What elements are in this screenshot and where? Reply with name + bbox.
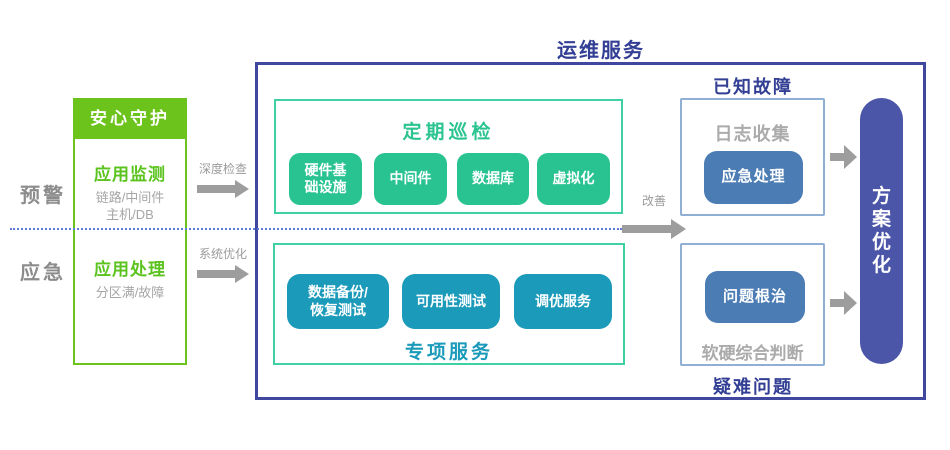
right-arrow-icon — [197, 265, 249, 283]
arrow-head — [844, 291, 857, 315]
tuning-service-button: 调优服务 — [514, 274, 612, 329]
solution-optimization-pill: 方案优化 — [860, 98, 903, 364]
right-arrow-icon — [830, 291, 857, 315]
label-line-1: 数据备份/ — [308, 284, 368, 300]
ops-service-box — [255, 62, 926, 400]
difficult-problems-title: 疑难问题 — [713, 377, 793, 397]
emergency-handling-button: 应急处理 — [704, 151, 803, 204]
label-line-1: 硬件基 — [304, 161, 347, 178]
app-monitor-subtitle-2: 主机/DB — [106, 207, 154, 222]
button-label: 数据备份/ 恢复测试 — [308, 284, 368, 319]
right-arrow-icon — [622, 219, 686, 239]
label-line-2: 础设施 — [304, 179, 347, 195]
hardware-infrastructure-button: 硬件基 础设施 — [289, 153, 362, 205]
right-arrow-icon — [830, 145, 857, 169]
arrow-head — [235, 265, 249, 283]
ops-service-title: 运维服务 — [557, 40, 645, 62]
deep-check-arrow-label: 深度检查 — [198, 162, 247, 176]
backup-recovery-test-button: 数据备份/ 恢复测试 — [287, 274, 389, 329]
arrow-shaft — [830, 299, 845, 307]
log-collection-text: 日志收集 — [714, 124, 791, 144]
stage-label-emergency: 应急 — [20, 262, 66, 284]
periodic-inspection-box: 定期巡检 硬件基 础设施 中间件 数据库 虚拟化 — [274, 99, 623, 214]
guard-box-header: 安心守护 — [74, 99, 186, 139]
virtualization-button: 虚拟化 — [537, 153, 610, 205]
special-services-box: 数据备份/ 恢复测试 可用性测试 调优服务 专项服务 — [273, 243, 625, 365]
problem-eradication-button: 问题根治 — [705, 271, 805, 323]
app-handle-subtitle: 分区满/故障 — [95, 285, 165, 300]
label-line-2: 恢复测试 — [309, 301, 366, 318]
app-monitor-subtitle-1: 链路/中间件 — [95, 190, 165, 205]
difficult-problems-box: 问题根治 软硬综合判断 — [680, 243, 825, 366]
known-faults-box: 日志收集 应急处理 — [680, 98, 825, 216]
hw-sw-judgment-text: 软硬综合判断 — [701, 344, 804, 363]
known-faults-title: 已知故障 — [713, 77, 793, 97]
arrow-head — [235, 180, 249, 198]
arrow-shaft — [197, 185, 236, 193]
improve-arrow-label: 改善 — [641, 194, 666, 208]
right-arrow-icon — [197, 180, 249, 198]
arrow-shaft — [197, 270, 236, 278]
arrow-head — [671, 219, 686, 239]
arrow-shaft — [830, 153, 845, 161]
database-button: 数据库 — [457, 153, 529, 205]
arrow-head — [844, 145, 857, 169]
system-optimize-arrow-label: 系统优化 — [198, 247, 247, 261]
special-services-title: 专项服务 — [404, 342, 493, 363]
periodic-inspection-title: 定期巡检 — [402, 122, 495, 143]
button-label: 硬件基 础设施 — [305, 162, 347, 197]
solution-optimization-label: 方案优化 — [871, 186, 891, 276]
stage-label-warning: 预警 — [20, 185, 66, 207]
guard-box: 安心守护 应用监测 链路/中间件 主机/DB 应用处理 分区满/故障 — [73, 98, 187, 365]
arrow-shaft — [622, 225, 672, 233]
availability-test-button: 可用性测试 — [402, 274, 500, 329]
app-handle-title: 应用处理 — [94, 260, 166, 279]
app-monitor-title: 应用监测 — [94, 165, 166, 184]
stage-divider-dotted-line — [10, 228, 622, 230]
middleware-button: 中间件 — [374, 153, 447, 205]
